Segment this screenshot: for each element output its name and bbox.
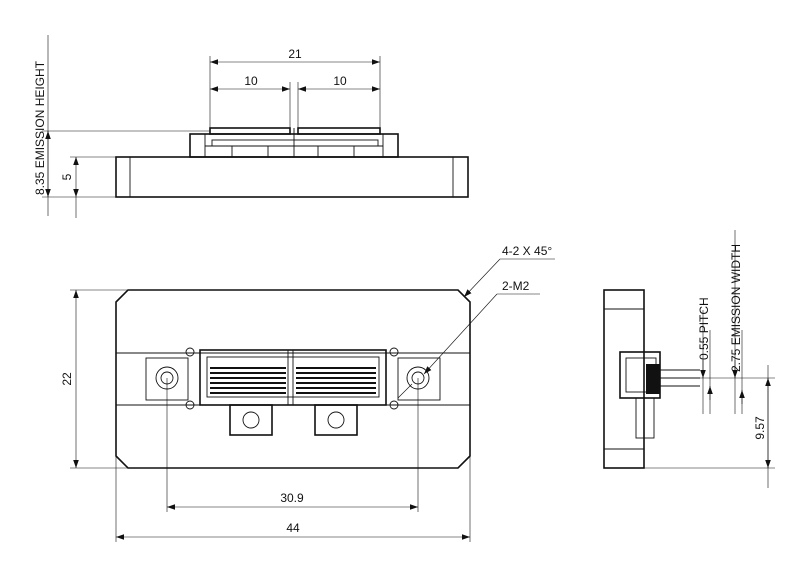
dim-5-label: 5: [60, 173, 74, 180]
dim-22-label: 22: [60, 372, 74, 386]
emitter-bar-left: [209, 127, 291, 135]
dim-44-label: 44: [286, 521, 300, 535]
dim-emission-height-label: 8.35 EMISSION HEIGHT: [33, 60, 47, 195]
dim-10-left-label: 10: [244, 74, 258, 88]
dim-emission-width-label: 2.75 EMISSION WIDTH: [729, 244, 743, 372]
dim-pitch-label: 0.55 PITCH: [697, 297, 711, 360]
dim-9-57-label: 9.57: [753, 416, 767, 440]
emitter-bar-right: [297, 127, 381, 135]
side-view: 0.55 PITCH 2.75 EMISSION WIDTH 9.57: [603, 230, 775, 488]
dim-21-label: 21: [288, 47, 302, 61]
thread-callout: 2-M2: [502, 279, 530, 293]
front-elevation-view: 21 10 10 8.35 EMISSION HEIGHT 5: [33, 35, 469, 218]
base-plate: [115, 156, 469, 198]
emitter-stripes: [210, 367, 376, 394]
dim-30-9-label: 30.9: [280, 491, 304, 505]
dim-10-right-label: 10: [333, 74, 347, 88]
chamfer-callout: 4-2 X 45°: [502, 244, 552, 258]
plan-view: 22 30.9 44 4-2 X 45° 2-M2: [60, 244, 555, 542]
side-body: [603, 289, 645, 469]
